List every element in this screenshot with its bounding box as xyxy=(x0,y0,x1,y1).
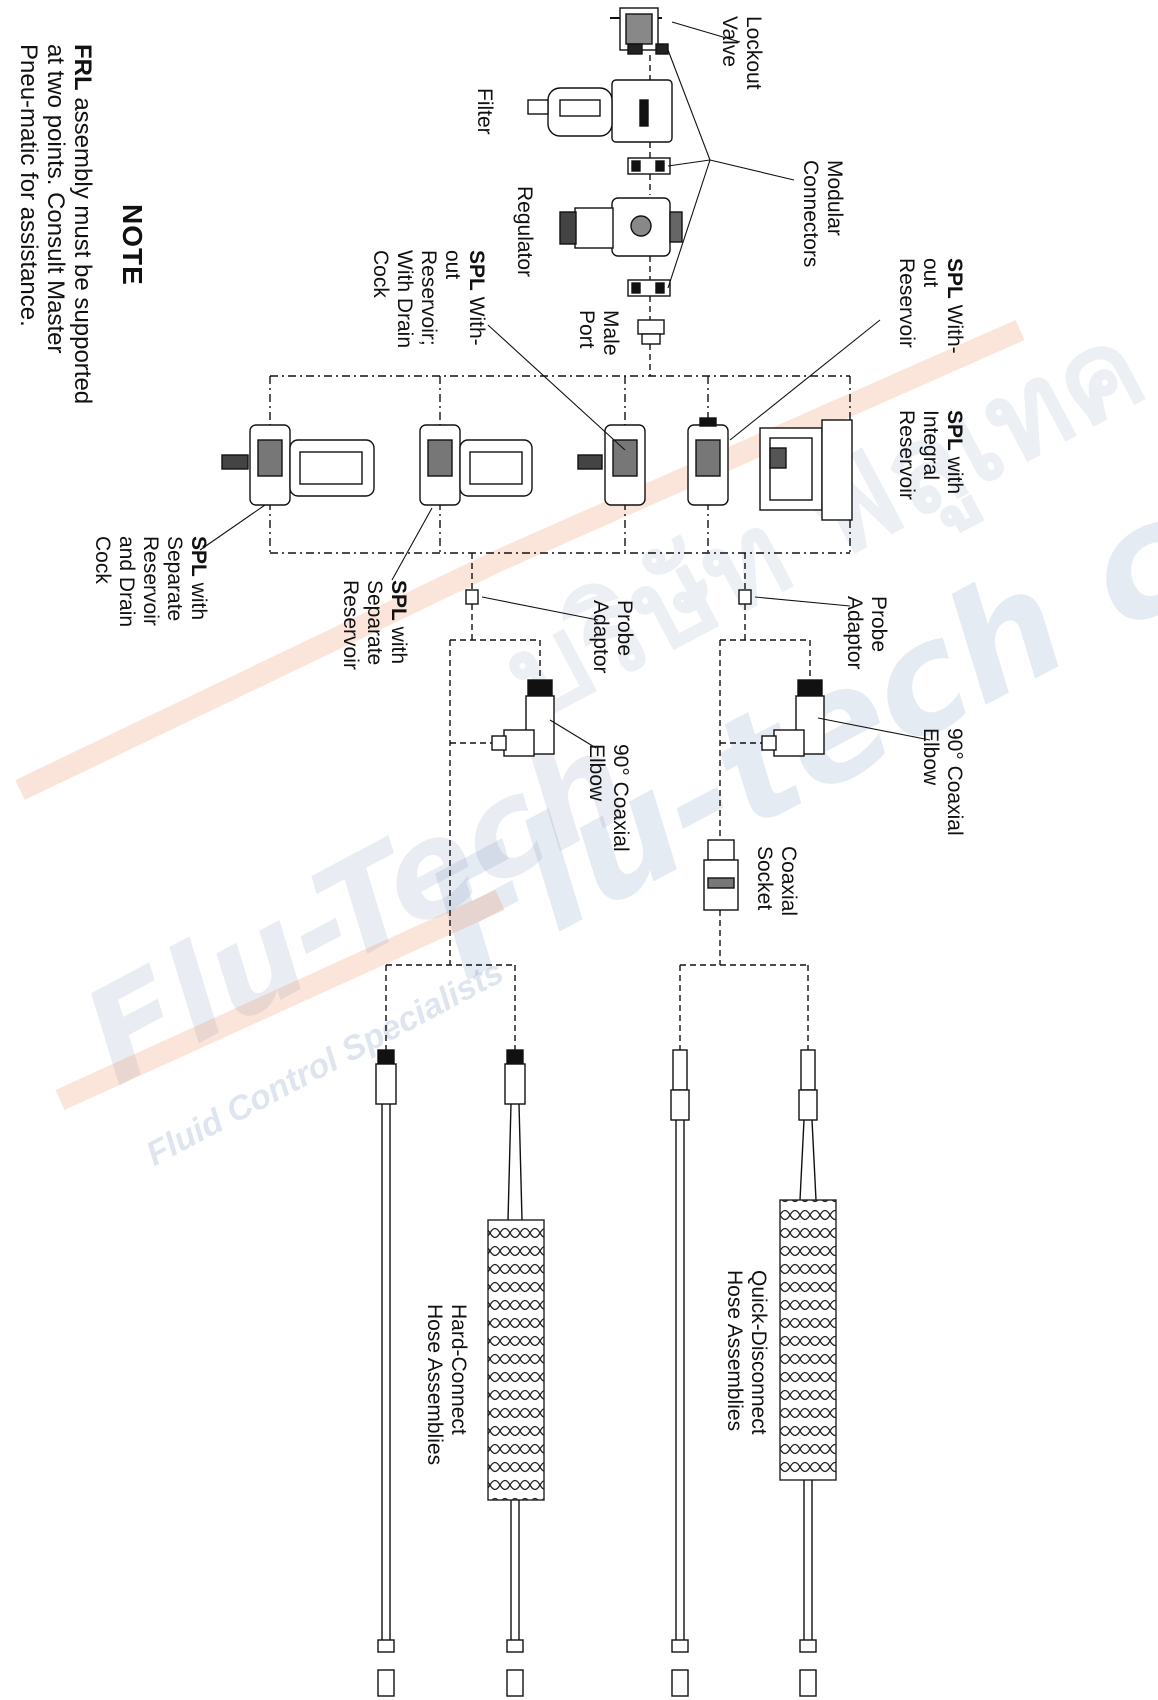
note-title: NOTE xyxy=(117,204,148,286)
quick-disconnect-coiled-hose xyxy=(779,1049,837,1697)
filter xyxy=(527,79,673,143)
lockout-valve xyxy=(610,7,669,55)
leader-lines xyxy=(199,21,931,749)
watermark-frame xyxy=(15,319,1025,1111)
spl-separate-reservoir xyxy=(419,424,533,506)
label-spl-separate-reservoir: SPL with Separate Reservoir xyxy=(339,580,410,670)
spl-integral-reservoir xyxy=(759,419,853,521)
coaxial-elbow xyxy=(761,679,825,757)
label-regulator: Regulator xyxy=(513,186,536,278)
coaxial-elbow xyxy=(491,679,555,757)
coaxial-socket xyxy=(703,839,739,911)
spl-separate-reservoir-drain xyxy=(221,424,375,506)
label-filter: Filter xyxy=(473,88,496,135)
probe-adaptor xyxy=(738,589,752,605)
label-spl-integral-reservoir: SPL with Integral Reservoir xyxy=(895,410,966,500)
regulator xyxy=(559,197,683,257)
hard-connect-coiled-hose xyxy=(487,1049,545,1697)
label-spl-without-reservoir: SPL With- out Reservoir xyxy=(895,258,966,354)
spl-without-reservoir xyxy=(687,417,729,506)
quick-disconnect-straight-hose xyxy=(670,1049,690,1697)
hard-connect-straight-hose xyxy=(375,1049,397,1697)
male-port xyxy=(637,319,665,335)
spl-without-reservoir-drain xyxy=(577,424,646,506)
label-spl-separate-reservoir-drain: SPL with Separate Reservoir and Drain Co… xyxy=(91,536,210,628)
label-spl-without-reservoir-drain: SPL With- out Reservoir; With Drain Cock xyxy=(369,250,488,349)
probe-adaptor xyxy=(465,589,479,605)
note-body: FRL assembly must be supported at two po… xyxy=(15,44,96,405)
